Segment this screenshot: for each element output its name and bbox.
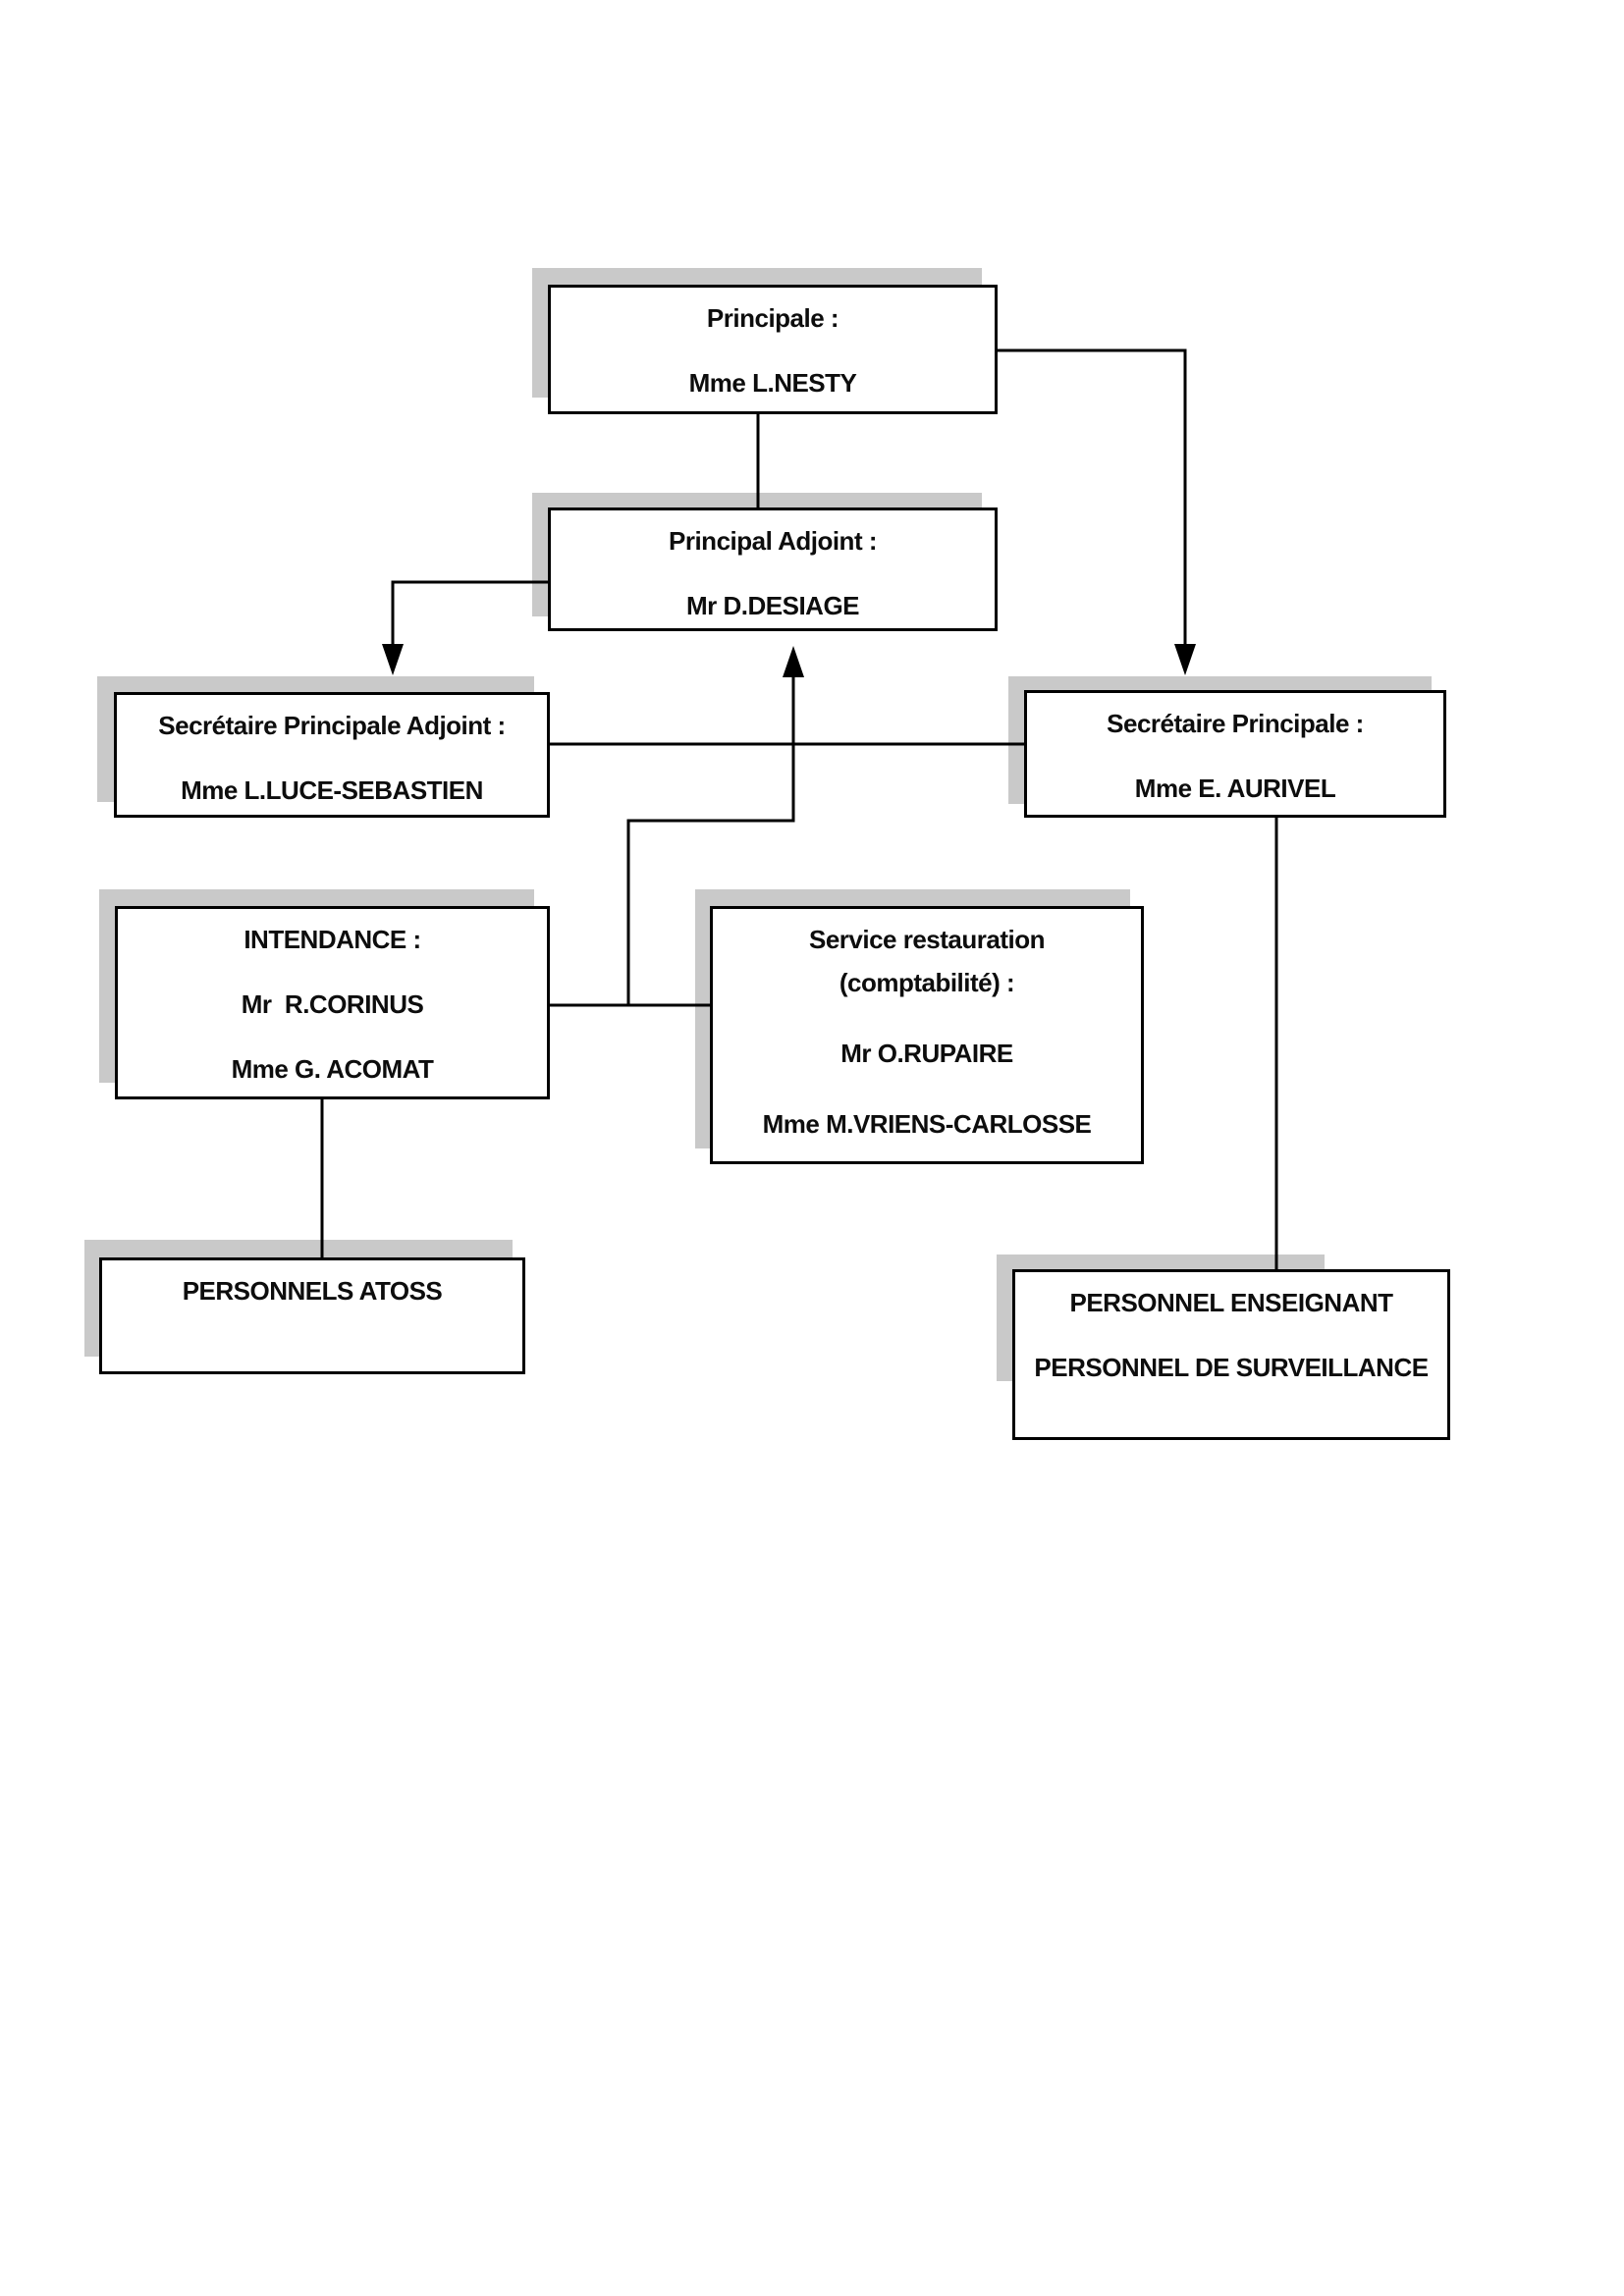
org-box-title: Principale : — [706, 303, 839, 333]
arrowhead-down-secretaire-principale — [1174, 644, 1196, 675]
org-box-name: Mme E. AURIVEL — [1134, 774, 1336, 803]
org-box-title: Secrétaire Principale Adjoint : — [158, 711, 506, 740]
org-box-secretaire-principale-adjoint: Secrétaire Principale Adjoint : Mme L.LU… — [114, 692, 550, 818]
arrowhead-down-secretaire-adjoint — [382, 644, 404, 675]
org-box-personnel-enseignant-surveillance: PERSONNEL ENSEIGNANT PERSONNEL DE SURVEI… — [1012, 1269, 1450, 1440]
org-box-secretaire-principale: Secrétaire Principale : Mme E. AURIVEL — [1024, 690, 1446, 818]
org-box-intendance: INTENDANCE : Mr R.CORINUS Mme G. ACOMAT — [115, 906, 550, 1099]
org-box-title: PERSONNEL ENSEIGNANT — [1069, 1288, 1393, 1317]
org-box-name: Mr O.RUPAIRE — [840, 1039, 1013, 1068]
org-box-principale: Principale : Mme L.NESTY — [548, 285, 998, 414]
arrowhead-up-principal-adjoint — [783, 646, 804, 677]
org-box-title: Secrétaire Principale : — [1107, 709, 1364, 738]
connector-intendance-to-principal-adjoint — [626, 677, 795, 1005]
org-box-title: Principal Adjoint : — [669, 526, 877, 556]
org-box-name: Mr R.CORINUS — [241, 989, 424, 1019]
org-box-name: Mme L.NESTY — [688, 368, 857, 398]
org-box-name: Mr D.DESIAGE — [685, 591, 860, 620]
org-box-service-restauration: Service restauration (comptabilité) : Mr… — [710, 906, 1144, 1164]
org-box-title: Service restauration — [808, 925, 1046, 954]
org-box-name: Mme M.VRIENS-CARLOSSE — [762, 1109, 1092, 1139]
org-box-principal-adjoint: Principal Adjoint : Mr D.DESIAGE — [548, 507, 998, 631]
org-box-name: Mme G. ACOMAT — [231, 1054, 434, 1084]
org-box-title: PERSONNELS ATOSS — [182, 1276, 443, 1306]
org-box-name: Mme L.LUCE-SEBASTIEN — [181, 775, 483, 805]
connector-principale-to-secretaire-principale — [998, 348, 1187, 648]
org-box-title: PERSONNEL DE SURVEILLANCE — [1034, 1353, 1429, 1382]
org-box-title: INTENDANCE : — [244, 925, 421, 954]
org-box-title: (comptabilité) : — [839, 968, 1015, 997]
org-box-personnels-atoss: PERSONNELS ATOSS — [99, 1257, 525, 1374]
connector-adjoint-to-secretaire-adjoint — [391, 580, 550, 648]
